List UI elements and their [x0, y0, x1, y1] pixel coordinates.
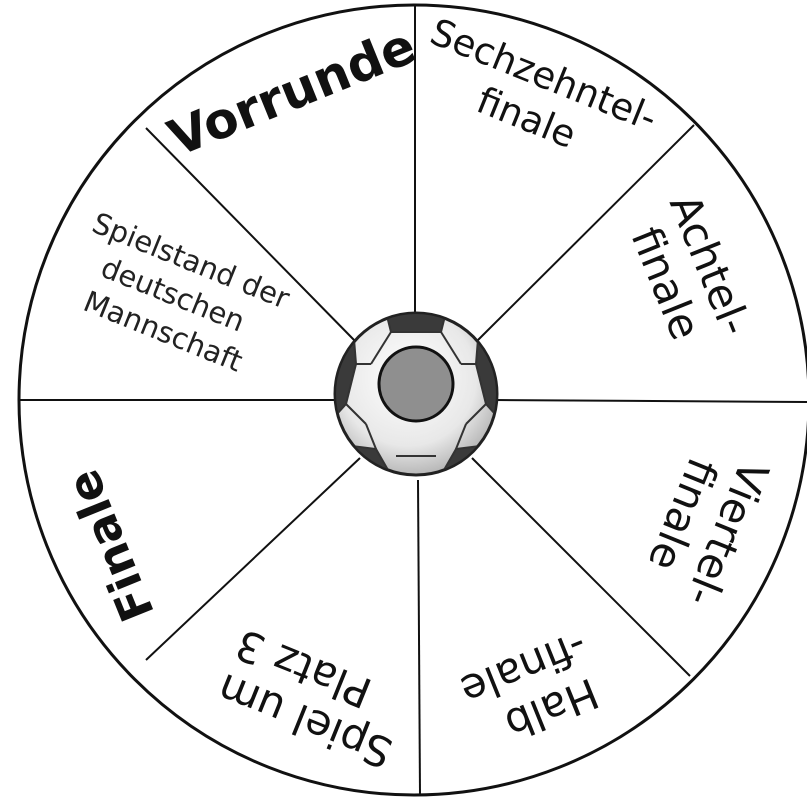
- wheel-hub[interactable]: [379, 347, 453, 421]
